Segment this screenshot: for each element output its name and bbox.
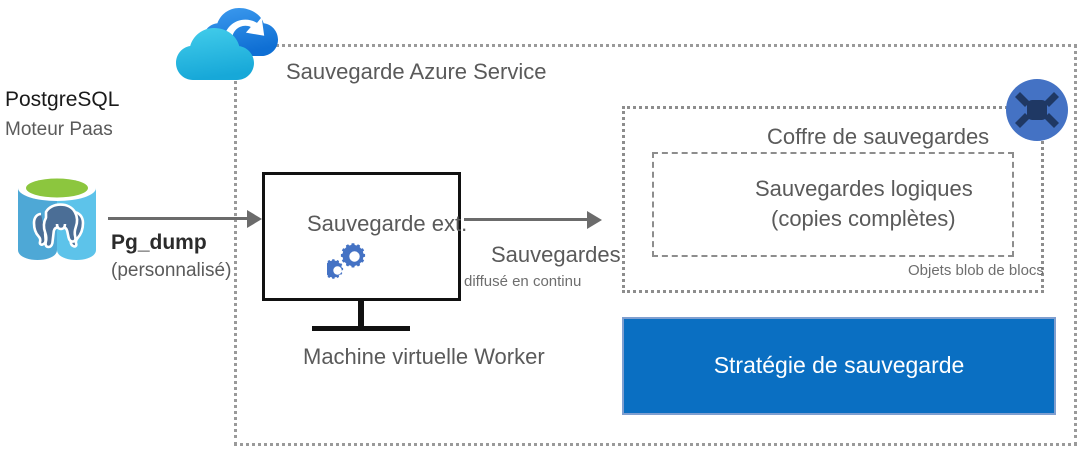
azure-backup-cloud-icon — [176, 2, 281, 90]
logical-backups-subtitle: (copies complètes) — [771, 206, 956, 231]
backup-vault-title: Coffre de sauvegardes — [767, 124, 990, 149]
pg-dump-arrow-head — [247, 210, 262, 228]
azure-service-boundary — [234, 44, 1077, 446]
worker-vm-screen — [262, 172, 461, 301]
azure-service-title: Sauvegarde Azure Service — [286, 59, 547, 84]
postgresql-database-icon — [13, 166, 101, 274]
pg-dump-arrow-line — [108, 217, 248, 220]
pg-dump-label: Pg_dump — [111, 231, 207, 254]
backups-arrow-head — [587, 211, 602, 229]
worker-vm-stand — [358, 301, 364, 328]
postgresql-engine-name: PostgreSQL — [5, 88, 120, 111]
worker-vm-base — [312, 326, 410, 331]
logical-backups-container — [652, 152, 1014, 257]
backup-vault-container — [622, 106, 1044, 293]
worker-vm-caption: Machine virtuelle Worker — [303, 344, 545, 369]
gears-icon — [323, 243, 389, 287]
block-blobs-footnote: Objets blob de blocs — [908, 262, 1044, 279]
backup-policy-box[interactable]: Stratégie de sauvegarde — [622, 317, 1056, 415]
pg-dump-sublabel: (personnalisé) — [111, 260, 232, 281]
backups-stream-sublabel: diffusé en continu — [464, 273, 582, 290]
backup-policy-label: Stratégie de sauvegarde — [713, 352, 965, 379]
logical-backups-title: Sauvegardes logiques — [755, 176, 973, 201]
backups-stream-label: Sauvegardes — [491, 242, 621, 267]
storage-account-icon — [1005, 78, 1069, 142]
backups-arrow-line — [464, 218, 588, 221]
postgresql-engine-subtitle: Moteur Paas — [5, 119, 113, 140]
worker-vm-box-label: Sauvegarde ext. — [307, 211, 468, 236]
